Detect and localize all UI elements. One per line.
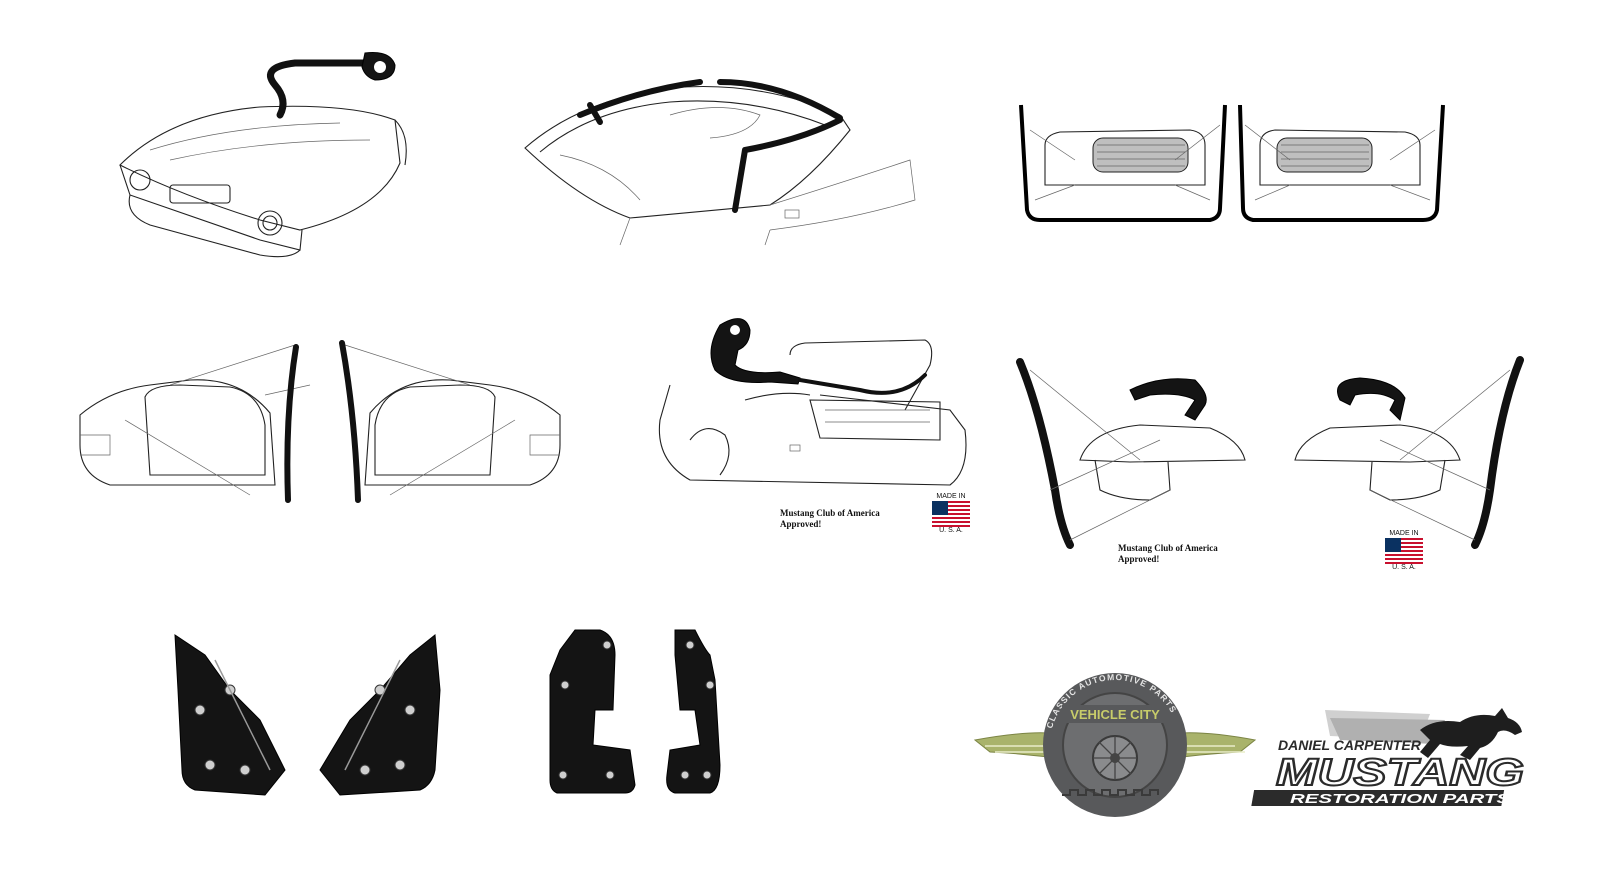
cowl-seal-pair-illustration [170, 630, 460, 800]
flag-made-in: MADE IN [936, 493, 966, 500]
trunk-caption: Mustang Club of America Approved! [780, 508, 880, 529]
flag-made-in: MADE IN [1389, 530, 1419, 537]
dcm-line2: MUSTANG [1276, 752, 1524, 794]
wheel-icon [1092, 735, 1138, 781]
dcm-line3: RESTORATION PARTS [1290, 791, 1511, 806]
door-panel-seal-illustration [1015, 100, 1450, 230]
dcm-logo: DANIEL CARPENTER MUSTANG RESTORATION PAR… [1251, 700, 1535, 810]
dcm-line1: DANIEL CARPENTER [1278, 737, 1422, 753]
quarter-window-seal-illustration: Mustang Club of America Approved! MADE I… [1010, 350, 1530, 580]
flag-usa: U. S. A. [939, 527, 963, 534]
vehicle-city-name: VEHICLE CITY [1070, 707, 1160, 722]
roof-rail-seal-illustration [520, 60, 920, 250]
door-weatherstrip-illustration [70, 335, 570, 510]
running-horse-icon [1325, 708, 1522, 760]
us-flag-icon: MADE IN U. S. A. [1385, 530, 1423, 572]
trunk-seal-illustration: Mustang Club of America Approved! MADE I… [650, 310, 980, 540]
vehicle-city-logo: CLASSIC AUTOMOTIVE PARTS VEHICLE CITY [970, 670, 1260, 820]
window-seal-pair-illustration [545, 625, 750, 800]
hood-seal-illustration [110, 45, 440, 275]
us-flag-icon: MADE IN U. S. A. [932, 493, 970, 535]
flag-usa: U. S. A. [1392, 564, 1416, 571]
quarter-caption: Mustang Club of America Approved! [1118, 543, 1218, 564]
